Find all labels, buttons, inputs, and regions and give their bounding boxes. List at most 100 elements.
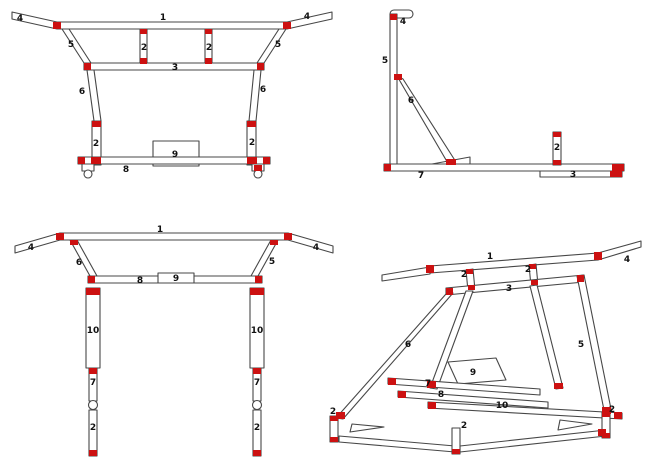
part-number-label: 10 <box>251 326 264 336</box>
part-6-brace <box>396 75 457 166</box>
joint-mark <box>89 368 97 374</box>
joint-mark <box>427 381 436 388</box>
part-number-label: 2 <box>90 423 96 433</box>
part-number-label: 6 <box>405 340 411 350</box>
joint-mark <box>446 159 456 165</box>
joint-mark <box>390 14 397 20</box>
part-number-label: 5 <box>382 56 388 66</box>
joint-mark <box>255 276 262 283</box>
part-number-label: 2 <box>609 405 615 415</box>
joint-mark <box>140 29 147 34</box>
part-number-label: 4 <box>17 14 23 24</box>
joint-mark <box>602 407 611 414</box>
foot-wedge-right <box>557 419 593 431</box>
part-number-label: 4 <box>313 243 319 253</box>
part-6-brace-right <box>248 69 262 122</box>
joint-mark <box>388 378 396 385</box>
joint-mark <box>254 165 262 171</box>
part-number-label: 9 <box>172 150 178 160</box>
part-number-label: 2 <box>141 43 147 53</box>
joint-mark <box>452 449 460 454</box>
joint-mark <box>86 288 100 295</box>
part-4-angled-end <box>597 240 642 261</box>
part-9-plate <box>447 357 507 385</box>
joint-mark <box>253 368 261 374</box>
part-4-angled-end-right <box>287 232 334 254</box>
joint-mark <box>602 412 610 417</box>
joint-mark <box>89 450 97 456</box>
joint-mark <box>336 412 345 419</box>
part-number-label: 9 <box>173 274 179 284</box>
foot-cap-right <box>253 169 263 179</box>
part-7-base-bar <box>383 163 625 172</box>
part-2-post-left <box>88 409 98 457</box>
joint-mark <box>56 233 64 240</box>
leg-rear-right <box>529 284 564 390</box>
joint-mark <box>205 58 212 64</box>
part-number-label: 10 <box>87 326 100 336</box>
part-number-label: 3 <box>506 284 512 294</box>
part-1-left-grip <box>381 266 431 282</box>
joint-mark <box>284 233 292 240</box>
joint-mark <box>554 383 563 389</box>
part-number-label: 10 <box>496 401 509 411</box>
joint-mark <box>84 63 91 70</box>
joint-mark <box>529 264 536 269</box>
joint-mark <box>446 288 453 295</box>
part-1-top-bar <box>59 232 289 241</box>
part-number-label: 2 <box>554 143 560 153</box>
joint-mark <box>140 58 147 64</box>
part-number-label: 2 <box>93 139 99 149</box>
part-number-label: 4 <box>624 255 630 265</box>
joint-mark <box>70 240 78 245</box>
joint-mark <box>428 402 436 409</box>
joint-mark <box>610 171 622 177</box>
joint-mark <box>553 160 561 165</box>
part-number-label: 2 <box>461 421 467 431</box>
part-number-label: 7 <box>418 171 424 181</box>
joint-mark <box>88 276 95 283</box>
joint-mark <box>283 22 291 29</box>
part-number-label: 5 <box>269 257 275 267</box>
joint-mark <box>394 74 402 80</box>
joint-mark <box>384 164 391 171</box>
joint-mark <box>466 269 473 274</box>
part-number-label: 4 <box>400 17 406 27</box>
part-6-brace-left <box>69 239 98 277</box>
part-number-label: 2 <box>330 407 336 417</box>
part-9-plate <box>157 272 195 284</box>
part-number-label: 6 <box>79 87 85 97</box>
joint-mark <box>53 22 61 29</box>
part-number-label: 2 <box>525 265 531 275</box>
knob-right <box>251 399 263 411</box>
part-3-flat-bar <box>539 170 623 178</box>
joint-mark <box>205 29 212 34</box>
joint-mark <box>91 157 101 164</box>
part-number-label: 5 <box>68 40 74 50</box>
joint-mark <box>612 164 624 171</box>
joint-mark <box>78 157 85 164</box>
joint-mark <box>398 391 406 398</box>
part-number-label: 9 <box>470 368 476 378</box>
part-number-label: 8 <box>137 276 143 286</box>
part-5-post <box>389 13 398 168</box>
base-rail-right <box>459 429 607 453</box>
part-6-brace-left <box>86 69 102 122</box>
part-2-post-right <box>252 409 262 457</box>
joint-mark <box>330 437 338 442</box>
part-number-label: 7 <box>90 378 96 388</box>
part-number-label: 4 <box>28 243 34 253</box>
part-number-label: 1 <box>487 252 493 262</box>
part-number-label: 4 <box>304 12 310 22</box>
part-number-label: 3 <box>172 63 178 73</box>
joint-mark <box>263 157 270 164</box>
part-number-label: 6 <box>408 96 414 106</box>
